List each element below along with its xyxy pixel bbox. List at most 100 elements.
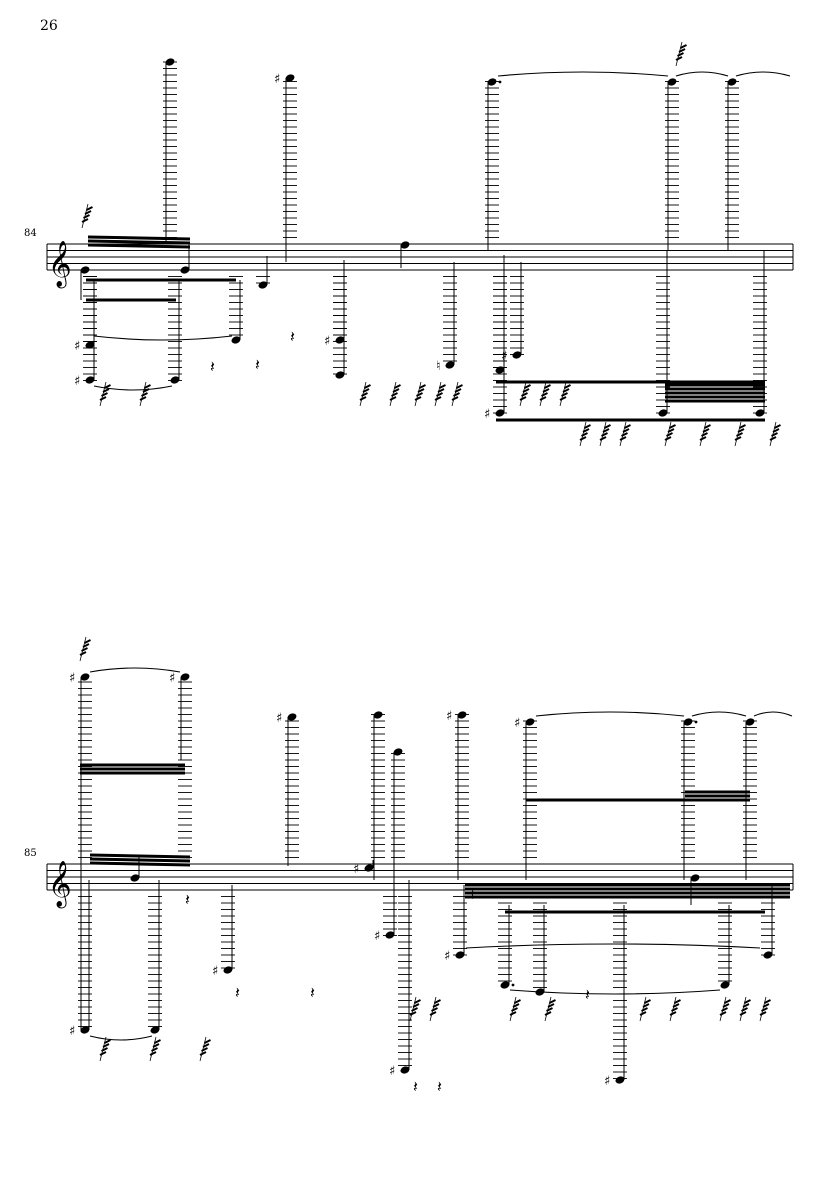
flag (509, 1011, 517, 1016)
notehead (180, 266, 190, 274)
stem (739, 996, 747, 1022)
flag (674, 999, 681, 1004)
notehead (615, 1076, 625, 1084)
stem (409, 996, 417, 1022)
rest-icon: 𝄽 (310, 983, 315, 1002)
notehead (80, 673, 90, 681)
flag (759, 1011, 767, 1016)
notehead (683, 718, 693, 726)
notehead (690, 874, 700, 882)
notehead (393, 748, 403, 756)
notehead (364, 864, 374, 872)
notehead (658, 409, 668, 417)
flag (104, 384, 111, 389)
natural-icon: ♮ (436, 359, 441, 374)
sharp-icon: ♯ (69, 1024, 75, 1039)
tie (497, 71, 669, 77)
sharp-icon: ♯ (446, 709, 452, 724)
stem (149, 1036, 157, 1062)
notehead (727, 78, 737, 86)
notehead (457, 711, 467, 719)
stem (451, 381, 459, 407)
flag (704, 424, 711, 429)
notehead (763, 951, 773, 959)
flag (669, 1011, 677, 1016)
stem (434, 381, 442, 407)
rest-icon: 𝄽 (585, 985, 590, 1004)
stem (675, 41, 683, 67)
flag (409, 1011, 417, 1016)
beam (89, 861, 191, 867)
rest-icon: 𝄽 (470, 885, 475, 904)
flag (451, 396, 459, 401)
flag (744, 999, 751, 1004)
notehead (165, 58, 175, 66)
flag (644, 999, 651, 1004)
dot (511, 983, 515, 987)
rest-icon: 𝄽 (413, 1077, 418, 1096)
notehead (400, 1066, 410, 1074)
dot (694, 720, 698, 724)
sharp-icon: ♯ (74, 339, 80, 354)
flag (154, 1039, 161, 1044)
flag (139, 396, 147, 401)
flag (414, 999, 421, 1004)
stem (99, 1036, 107, 1062)
flag (619, 436, 627, 441)
flag (699, 436, 707, 441)
tie (735, 71, 791, 77)
sharp-icon: ♯ (514, 716, 520, 731)
sharp-icon: ♯ (212, 964, 218, 979)
stem (414, 381, 422, 407)
sharp-icon: ♯ (169, 671, 175, 686)
stem (599, 421, 607, 447)
page-number: 26 (40, 18, 58, 34)
flag (549, 999, 556, 1004)
notehead (720, 981, 730, 989)
flag (364, 384, 371, 389)
flag (99, 1051, 107, 1056)
sharp-icon: ♯ (69, 671, 75, 686)
flag (539, 396, 547, 401)
flag (434, 396, 442, 401)
notehead (445, 361, 455, 369)
flag (104, 1039, 111, 1044)
flag (604, 424, 611, 429)
sharp-icon: ♯ (604, 1074, 610, 1089)
treble-clef-icon: 𝄞 (48, 241, 72, 289)
flag (675, 56, 683, 61)
tie (89, 1035, 153, 1041)
stem (544, 996, 552, 1022)
rest-icon: 𝄽 (210, 357, 215, 376)
flag (439, 384, 446, 389)
tie (93, 335, 233, 341)
flag (734, 436, 742, 441)
flag (81, 218, 89, 223)
notehead (755, 409, 765, 417)
stem (769, 421, 777, 447)
flag (149, 1051, 157, 1056)
flag (579, 436, 587, 441)
stem (389, 381, 397, 407)
flag (394, 384, 401, 389)
flag (199, 1051, 207, 1056)
flag (414, 396, 422, 401)
stem (359, 381, 367, 407)
flag (739, 424, 746, 429)
flag (764, 999, 771, 1004)
flag (456, 384, 463, 389)
flag (514, 999, 521, 1004)
flag (144, 384, 151, 389)
sharp-icon: ♯ (274, 72, 280, 87)
stem (199, 1036, 207, 1062)
rest-icon: 𝄽 (290, 327, 295, 346)
dot (498, 80, 502, 84)
treble-clef-icon: 𝄞 (48, 861, 72, 909)
sharp-icon: ♯ (276, 711, 282, 726)
notehead (170, 376, 180, 384)
flag (774, 424, 781, 429)
notehead (80, 1026, 90, 1034)
flag (84, 639, 91, 644)
stem (539, 381, 547, 407)
